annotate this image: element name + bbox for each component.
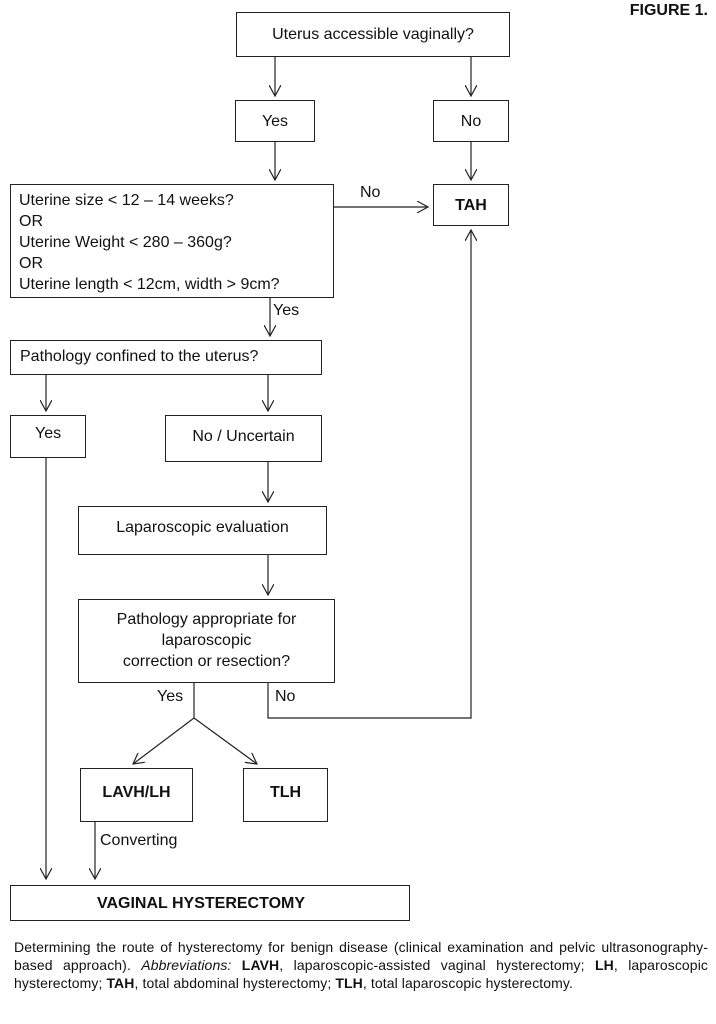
lavh-lh-text: LAVH/LH	[102, 784, 171, 801]
size-criteria-box: Uterine size < 12 – 14 weeks? OR Uterine…	[10, 184, 334, 298]
caption-def-tah: total abdominal hysterectomy	[142, 975, 328, 991]
caption-def-lh: laparoscopic hysterectomy	[14, 957, 709, 991]
caption-abbr-tah: TAH	[106, 975, 135, 991]
arrow-to-tlh	[193, 717, 257, 764]
pathology-appropriate-line-1: Pathology appropriate for	[116, 611, 297, 628]
pathology-confined-text: Pathology confined to the uterus?	[20, 348, 259, 365]
size-criteria-line-4: OR	[19, 255, 43, 272]
vaginal-hysterectomy-text: VAGINAL HYSTERECTOMY	[97, 894, 306, 912]
uterus-accessible-box: Uterus accessible vaginally?	[236, 12, 510, 57]
size-criteria-line-2: OR	[19, 213, 43, 230]
size-criteria-line-1: Uterine size < 12 – 14 weeks?	[19, 192, 234, 209]
caption-abbreviations-label: Abbreviations:	[141, 957, 232, 973]
uterus-accessible-text: Uterus accessible vaginally?	[272, 26, 474, 43]
arrow-approp-no-to-tah	[267, 230, 471, 719]
lap-evaluation-box: Laparoscopic evaluation	[78, 506, 327, 555]
tah-text: TAH	[455, 196, 487, 214]
yes-box-1: Yes	[235, 100, 315, 142]
caption-def-tlh: total laparoscopic hysterectomy	[370, 975, 569, 991]
arrow-to-lavh	[133, 717, 195, 764]
yes-box-1-text: Yes	[261, 112, 289, 130]
no-uncertain-box: No / Uncertain	[165, 415, 322, 462]
tlh-text: TLH	[269, 784, 302, 801]
pathology-confined-box: Pathology confined to the uterus?	[10, 340, 322, 375]
edge-label-size-yes: Yes	[273, 302, 300, 319]
edge-label-approp-yes: Yes	[157, 688, 184, 705]
vaginal-hysterectomy-box: VAGINAL HYSTERECTOMY	[10, 885, 410, 921]
lap-evaluation-text: Laparoscopic evaluation	[116, 519, 289, 536]
pathology-appropriate-line-3: correction or resection?	[122, 653, 291, 670]
pathology-appropriate-line-2: laparoscopic	[161, 632, 252, 649]
caption-abbr-lh: LH	[594, 957, 614, 973]
edge-label-converting: Converting	[100, 832, 178, 849]
no-uncertain-text: No / Uncertain	[192, 428, 295, 445]
figure-label: FIGURE 1.	[629, 2, 708, 19]
lavh-lh-box: LAVH/LH	[80, 768, 193, 822]
caption-abbr-lavh: LAVH	[241, 957, 280, 973]
edge-label-approp-no: No	[275, 688, 296, 705]
yes-box-2-text: Yes	[35, 425, 62, 442]
caption-intro: Determining the route of hysterectomy fo…	[14, 939, 708, 973]
no-box-1-text: No	[460, 112, 482, 130]
caption-abbr-tlh: TLH	[335, 975, 363, 991]
size-criteria-line-3: Uterine Weight < 280 – 360g?	[19, 234, 232, 251]
caption-def-lavh: laparoscopic-assisted vaginal hysterecto…	[293, 957, 581, 973]
yes-box-2: Yes	[10, 415, 86, 458]
edge-label-size-no: No	[360, 184, 381, 201]
tlh-box: TLH	[243, 768, 328, 822]
size-criteria-line-5: Uterine length < 12cm, width > 9cm?	[19, 276, 280, 293]
no-box-1: No	[433, 100, 509, 142]
pathology-appropriate-box: Pathology appropriate for laparoscopic c…	[78, 599, 335, 683]
figure-caption: Determining the route of hysterectomy fo…	[14, 939, 709, 991]
tah-box: TAH	[433, 184, 509, 226]
flowchart-connectors	[0, 57, 716, 930]
